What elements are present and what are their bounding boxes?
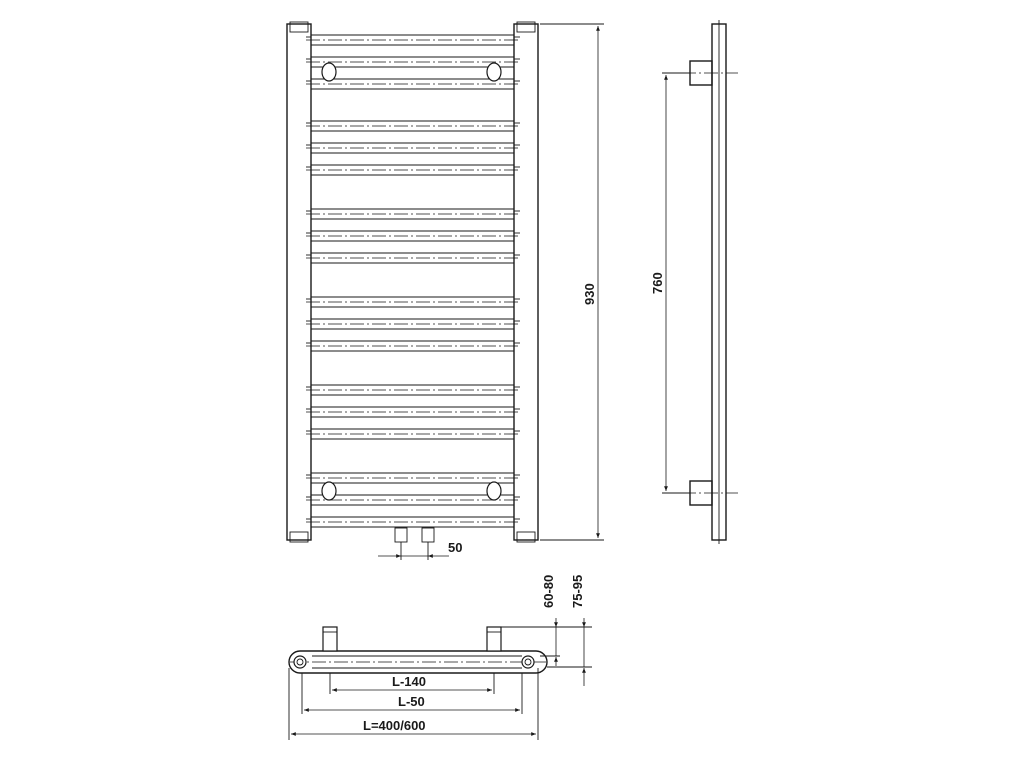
mount-hole-bottom-right bbox=[486, 481, 502, 501]
horizontal-bar bbox=[306, 516, 520, 528]
horizontal-bar bbox=[306, 142, 520, 154]
inlet-valve-right bbox=[421, 527, 435, 543]
right-top-cap bbox=[516, 21, 536, 33]
total-width-label: L=400/600 bbox=[363, 718, 426, 733]
horizontal-bar bbox=[306, 384, 520, 396]
horizontal-bar bbox=[306, 340, 520, 352]
end-cap-left bbox=[293, 655, 307, 669]
mount-hole-bottom-left bbox=[321, 481, 337, 501]
top-view-bracket-right bbox=[486, 626, 502, 652]
inlet-valve-left bbox=[394, 527, 408, 543]
inner-spacing-label: L-140 bbox=[392, 674, 426, 689]
top-view-body bbox=[288, 650, 548, 674]
horizontal-bar bbox=[306, 78, 520, 90]
left-top-cap bbox=[289, 21, 309, 33]
horizontal-bar bbox=[306, 252, 520, 264]
horizontal-bar bbox=[306, 318, 520, 330]
left-bottom-cap bbox=[289, 531, 309, 543]
horizontal-bar bbox=[306, 494, 520, 506]
right-vertical-tube bbox=[513, 23, 539, 541]
horizontal-bar bbox=[306, 296, 520, 308]
left-vertical-tube bbox=[286, 23, 312, 541]
inlet-spacing-label: 50 bbox=[448, 540, 462, 555]
horizontal-bar bbox=[306, 230, 520, 242]
mount-hole-top-right bbox=[486, 62, 502, 82]
front-view: 50 930 bbox=[286, 21, 604, 560]
horizontal-bar bbox=[306, 428, 520, 440]
horizontal-bar bbox=[306, 120, 520, 132]
horizontal-bar bbox=[306, 56, 520, 68]
end-cap-right bbox=[521, 655, 535, 669]
horizontal-bars bbox=[306, 34, 520, 528]
mount-hole-top-left bbox=[321, 62, 337, 82]
horizontal-bar bbox=[306, 34, 520, 46]
mount-spacing-label: 760 bbox=[650, 272, 665, 294]
wall-offset-min-label: 60-80 bbox=[541, 575, 556, 608]
total-height-label: 930 bbox=[582, 283, 597, 305]
mid-spacing-label: L-50 bbox=[398, 694, 425, 709]
top-view: L-140 L-50 L=400/600 60-80 75-95 bbox=[288, 575, 592, 740]
horizontal-bar bbox=[306, 208, 520, 220]
horizontal-bar bbox=[306, 164, 520, 176]
side-view: 760 bbox=[650, 20, 738, 544]
horizontal-bar bbox=[306, 472, 520, 484]
top-view-bracket-left bbox=[322, 626, 338, 652]
horizontal-bar bbox=[306, 406, 520, 418]
wall-offset-max-label: 75-95 bbox=[570, 575, 585, 608]
right-bottom-cap bbox=[516, 531, 536, 543]
